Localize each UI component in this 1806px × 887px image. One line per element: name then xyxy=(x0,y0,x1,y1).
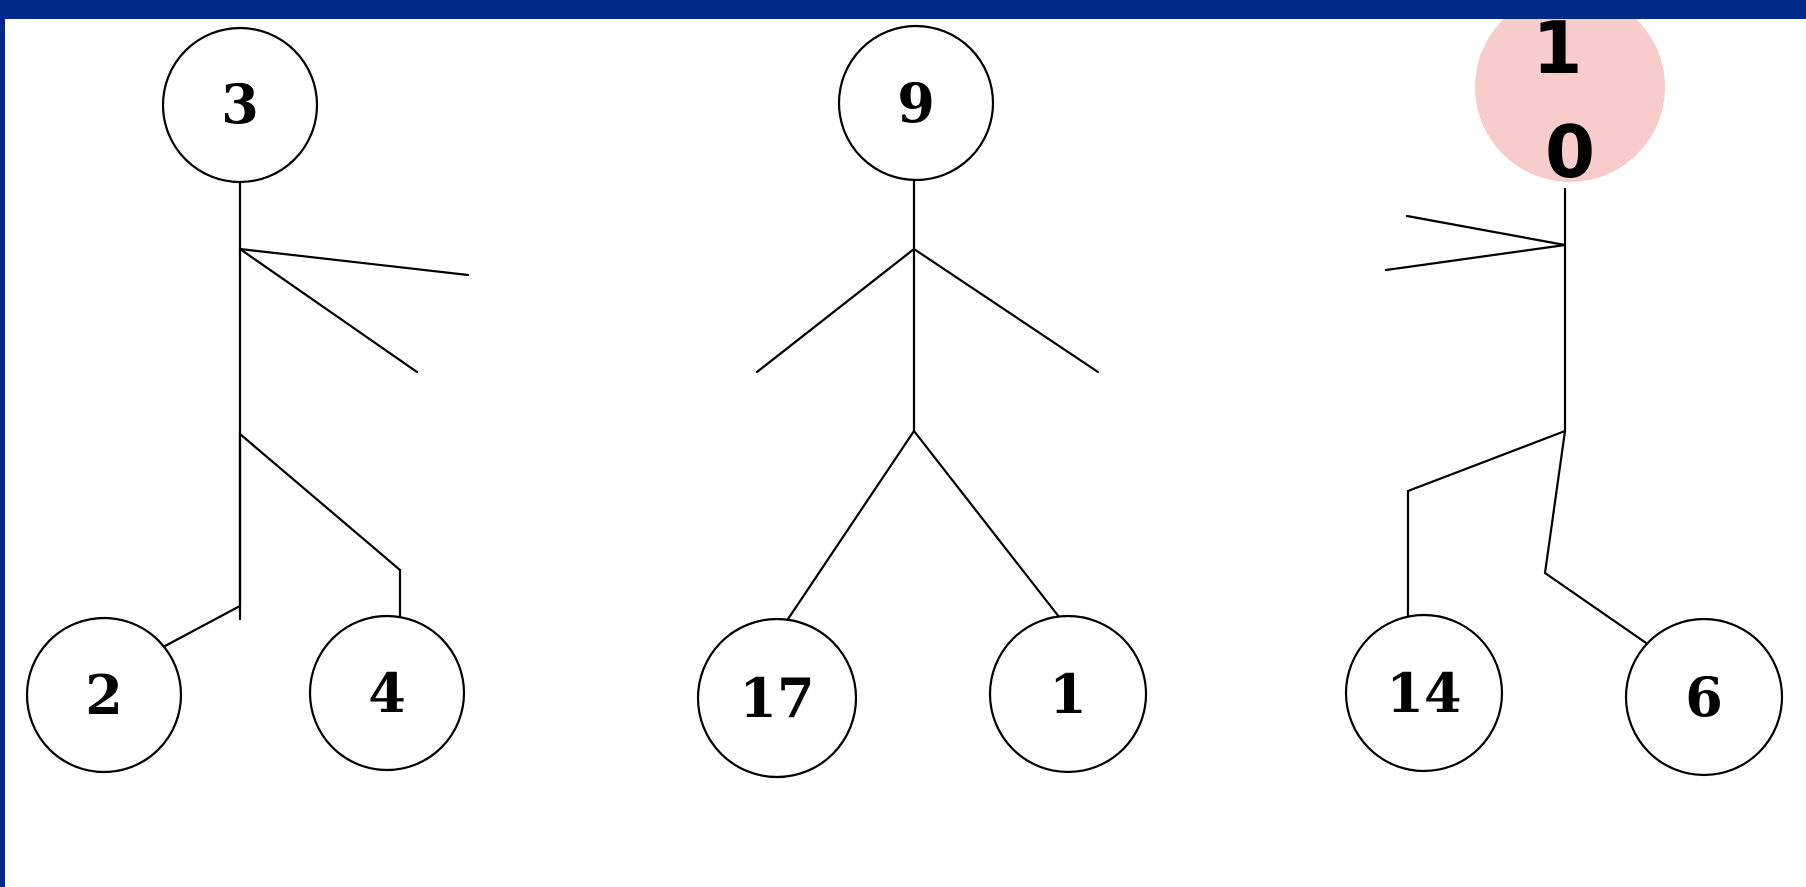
figure-2-foot-right-label: 1 xyxy=(1049,662,1087,726)
figure-3-head-node xyxy=(1475,19,1665,182)
figure-1-leg-right xyxy=(238,432,402,624)
figure-3-foot-right-label: 6 xyxy=(1685,665,1723,729)
figure-2-leg-left xyxy=(780,429,916,630)
figure-2-foot-left-label: 17 xyxy=(739,666,814,730)
figure-3-head-label-line-1: 1 xyxy=(1532,19,1582,90)
stick-figures-diagram: 3 2 4 9 17 1 1 0 14 6 xyxy=(25,19,1784,779)
figure-1-foot-left-label: 2 xyxy=(85,663,123,727)
figure-2-foot-left-node xyxy=(696,617,858,779)
figure-3-arm-upper xyxy=(1405,214,1567,247)
figure-3: 1 0 14 6 xyxy=(1344,19,1784,777)
figure-3-foot-left-node xyxy=(1344,613,1504,773)
figure-2-head-label: 9 xyxy=(897,71,935,135)
figure-1-foot-right-node xyxy=(308,614,466,772)
figure-2-arm-left xyxy=(755,247,916,374)
figure-1: 3 2 4 xyxy=(25,26,470,774)
diagram-frame: 3 2 4 9 17 1 1 0 14 6 xyxy=(5,19,1806,887)
figure-2: 9 17 1 xyxy=(696,24,1148,779)
figure-3-arm-lower xyxy=(1384,243,1567,272)
figure-3-head-label: 1 0 xyxy=(1532,19,1607,194)
figure-2-head-node xyxy=(837,24,995,182)
figure-3-foot-left-label: 14 xyxy=(1386,661,1461,725)
figure-1-foot-right-label: 4 xyxy=(368,661,406,725)
figure-1-head-label: 3 xyxy=(221,72,259,136)
figure-3-foot-right-node xyxy=(1624,617,1784,777)
figure-1-arm-lower xyxy=(238,247,419,374)
figure-3-leg-right xyxy=(1543,429,1651,647)
figure-3-head-label-line-2: 0 xyxy=(1545,110,1595,194)
figure-2-leg-right xyxy=(912,429,1065,624)
figure-1-foot-left-node xyxy=(25,616,183,774)
figure-1-head-node xyxy=(161,26,319,184)
figure-1-leg-left xyxy=(163,432,242,648)
figure-2-arm-right xyxy=(912,247,1100,374)
figure-2-foot-right-node xyxy=(988,614,1148,774)
figure-3-leg-left xyxy=(1406,429,1567,624)
figure-1-arm-upper xyxy=(238,247,470,277)
